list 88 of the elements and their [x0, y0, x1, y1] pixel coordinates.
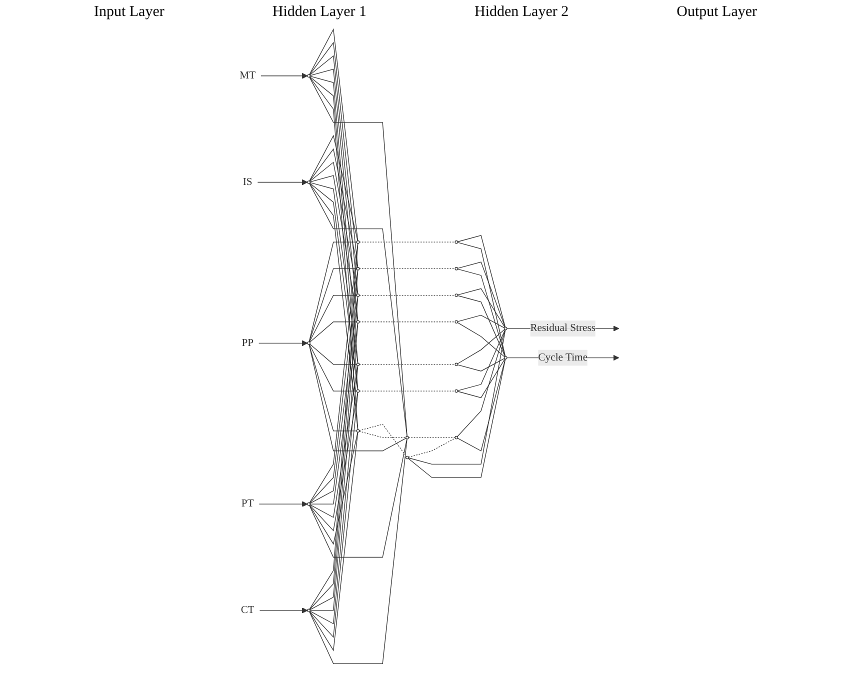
connector [458, 314, 506, 328]
connector [310, 161, 358, 294]
node-text: PP [242, 336, 254, 348]
node-circle [455, 435, 458, 439]
connector [309, 28, 358, 241]
connector [408, 437, 456, 458]
connector [457, 328, 506, 436]
connector [309, 241, 358, 342]
connector [310, 321, 358, 342]
connector [309, 268, 358, 342]
connector [309, 76, 408, 436]
layer-heading: Input Layer [94, 4, 164, 21]
node-circle [356, 240, 360, 244]
node-circle [356, 320, 360, 324]
connector [458, 294, 506, 356]
arrow [260, 607, 308, 613]
connector [359, 321, 456, 322]
connector [408, 358, 506, 478]
connector [458, 288, 506, 328]
connector [310, 343, 358, 364]
node-circle [356, 388, 360, 392]
arrow [258, 340, 308, 346]
connector [359, 268, 456, 269]
connector [458, 242, 506, 356]
connector [309, 294, 358, 342]
connector [310, 364, 358, 518]
connector [458, 358, 506, 371]
node-circle [455, 388, 458, 392]
node-text: PT [242, 498, 254, 509]
arrow [260, 72, 308, 78]
node-circle [455, 293, 458, 296]
edge-label: Cycle Time [538, 351, 588, 363]
edge-label: Residual Stress [530, 322, 596, 334]
connector [458, 268, 506, 356]
connector [309, 344, 358, 391]
layer-heading: Output Layer [676, 4, 757, 21]
node-circle [504, 326, 508, 330]
arrow [259, 500, 308, 506]
node-circle [356, 293, 360, 296]
layer-heading: Hidden Layer 2 [474, 4, 569, 21]
node-circle [455, 362, 458, 366]
node-circle [307, 502, 311, 506]
connector [359, 294, 456, 296]
node-circle [307, 608, 311, 612]
node-circle [356, 428, 360, 432]
connector [310, 392, 358, 531]
connector [458, 328, 506, 391]
node-circle [356, 362, 360, 366]
connector [457, 328, 506, 364]
node-circle [455, 266, 458, 270]
connector [310, 148, 358, 268]
layer-heading: Hidden Layer 1 [272, 4, 366, 21]
node-circle [455, 320, 458, 324]
node-circle [307, 341, 311, 344]
connector [310, 174, 358, 320]
node-circle [406, 435, 410, 439]
connector [458, 358, 506, 451]
connector [408, 329, 506, 464]
connector [310, 68, 358, 320]
connector [458, 261, 506, 328]
connector [309, 344, 358, 431]
node-circle [307, 74, 311, 78]
connector [310, 182, 358, 430]
node-circle [455, 240, 458, 244]
connector [309, 431, 358, 544]
arrow [258, 178, 308, 185]
connector [309, 134, 358, 241]
connector [457, 322, 506, 357]
connector [359, 430, 406, 438]
connector [359, 390, 456, 391]
node-text: IS [243, 176, 253, 188]
connector [309, 438, 408, 664]
connector [309, 344, 407, 451]
connector [310, 41, 358, 268]
connector [310, 54, 358, 294]
connector [309, 438, 408, 558]
connector [309, 182, 408, 436]
connector [458, 234, 506, 328]
connector [458, 358, 506, 398]
connector [408, 436, 456, 438]
node-circle [406, 455, 410, 459]
connector [359, 241, 456, 242]
node-circle [504, 356, 508, 359]
node-text: MT [240, 69, 256, 81]
node-circle [307, 180, 311, 184]
node-circle [356, 266, 360, 270]
connector [309, 431, 358, 651]
node-text: CT [241, 604, 255, 616]
